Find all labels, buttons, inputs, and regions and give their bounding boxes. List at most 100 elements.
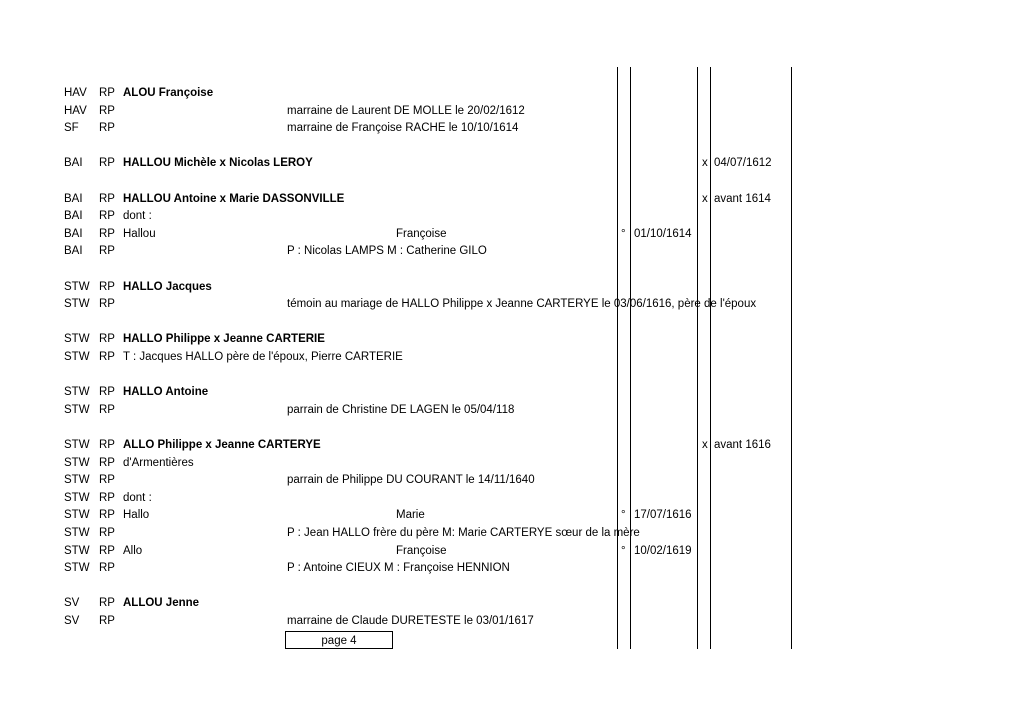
given-name: Françoise xyxy=(396,227,447,240)
register-type: RP xyxy=(99,509,115,522)
parish-code: STW xyxy=(64,562,90,575)
register-type: RP xyxy=(99,456,115,469)
entry-description: P : Nicolas LAMPS M : Catherine GILO xyxy=(287,245,487,258)
entry-title: HALLO Jacques xyxy=(123,280,212,293)
register-type: RP xyxy=(99,157,115,170)
entry-description: marraine de Claude DURETESTE le 03/01/16… xyxy=(287,615,534,627)
parish-code: STW xyxy=(64,298,90,311)
register-type: RP xyxy=(99,562,115,575)
parish-code: STW xyxy=(64,280,90,293)
entry-description: marraine de Laurent DE MOLLE le 20/02/16… xyxy=(287,104,525,117)
register-type: RP xyxy=(99,104,115,117)
parish-code: SV xyxy=(64,597,80,610)
birth-mark: ° xyxy=(621,544,626,557)
parish-code: STW xyxy=(64,509,90,522)
column-divider xyxy=(791,67,792,649)
register-type: RP xyxy=(99,527,115,539)
register-type: RP xyxy=(99,192,115,205)
register-type: RP xyxy=(99,615,115,627)
column-divider xyxy=(710,67,711,649)
table-row: BAI RP P : Nicolas LAMPS M : Catherine GIL… xyxy=(0,242,1024,260)
table-row: STW RP P : Antoine CIEUX M : Françoise HEN… xyxy=(0,559,1024,577)
column-divider xyxy=(697,67,698,649)
entry-title: ALOU Françoise xyxy=(123,87,214,99)
entry-description: parrain de Philippe DU COURANT le 14/11/… xyxy=(287,474,535,487)
entry-text: d'Armentières xyxy=(123,456,194,469)
register-type: RP xyxy=(99,87,115,99)
register-type: RP xyxy=(99,227,115,240)
parish-code: STW xyxy=(64,403,90,416)
parish-code: BAI xyxy=(64,210,83,223)
entry-title: HALLO Antoine xyxy=(123,386,209,399)
entry-description: marraine de Françoise RACHE le 10/10/161… xyxy=(287,122,519,135)
entry-title: HALLO Philippe x Jeanne CARTERIE xyxy=(123,333,325,346)
birth-date: 10/02/1619 xyxy=(634,544,692,557)
blank-row xyxy=(0,260,1024,278)
birth-mark: ° xyxy=(621,509,626,522)
parish-code: STW xyxy=(64,351,90,363)
marriage-date: avant 1614 xyxy=(714,192,771,205)
table-row: HAV RP marraine de Laurent DE MOLLE le 20/… xyxy=(0,102,1024,120)
parish-code: SF xyxy=(64,122,79,135)
table-row: BAI RP HALLOU Antoine x Marie DASSONVILLE x… xyxy=(0,190,1024,208)
entry-text: Hallo xyxy=(123,509,150,522)
marriage-date: avant 1616 xyxy=(714,439,771,451)
blank-row xyxy=(0,313,1024,331)
table-row: STW RP HALLO Philippe x Jeanne CARTERIE xyxy=(0,330,1024,348)
table-row: STW RP P : Jean HALLO frère du père M: Mar… xyxy=(0,524,1024,542)
register-type: RP xyxy=(99,122,115,135)
parish-code: BAI xyxy=(64,245,83,258)
parish-code: STW xyxy=(64,333,90,346)
register-type: RP xyxy=(99,597,115,610)
table-row: STW RP HALLO Antoine xyxy=(0,383,1024,401)
entry-title: HALLOU Antoine x Marie DASSONVILLE xyxy=(123,192,345,205)
blank-row xyxy=(0,366,1024,384)
page-number: page 4 xyxy=(285,631,393,649)
register-type: RP xyxy=(99,333,115,346)
marriage-mark: x xyxy=(702,157,708,170)
register-type: RP xyxy=(99,245,115,258)
parish-code: STW xyxy=(64,456,90,469)
marriage-mark: x xyxy=(702,439,708,451)
parish-code: STW xyxy=(64,491,90,504)
blank-row xyxy=(0,577,1024,595)
parish-code: BAI xyxy=(64,227,83,240)
register-type: RP xyxy=(99,386,115,399)
register-type: RP xyxy=(99,474,115,487)
parish-code: STW xyxy=(64,386,90,399)
parish-code: STW xyxy=(64,544,90,557)
entry-text: dont : xyxy=(123,210,152,223)
entry-text: T : Jacques HALLO père de l'époux, Pierr… xyxy=(123,351,403,363)
parish-code: BAI xyxy=(64,192,83,205)
entry-description: P : Jean HALLO frère du père M: Marie CA… xyxy=(287,527,640,539)
register-type: RP xyxy=(99,298,115,311)
entry-description: P : Antoine CIEUX M : Françoise HENNION xyxy=(287,562,510,575)
register-type: RP xyxy=(99,280,115,293)
table-row: STW RP d'Armentières xyxy=(0,454,1024,472)
parish-code: BAI xyxy=(64,157,83,170)
given-name: Françoise xyxy=(396,544,447,557)
entry-description: parrain de Christine DE LAGEN le 05/04/1… xyxy=(287,403,515,416)
blank-row xyxy=(0,418,1024,436)
parish-code: HAV xyxy=(64,104,87,117)
blank-row xyxy=(0,137,1024,155)
entry-text: Hallou xyxy=(123,227,156,240)
entry-text: Allo xyxy=(123,544,143,557)
column-divider xyxy=(630,67,631,649)
marriage-mark: x xyxy=(702,192,708,205)
table-row: STW RP HALLO Jacques xyxy=(0,278,1024,296)
register-type: RP xyxy=(99,439,115,451)
parish-code: STW xyxy=(64,527,90,539)
